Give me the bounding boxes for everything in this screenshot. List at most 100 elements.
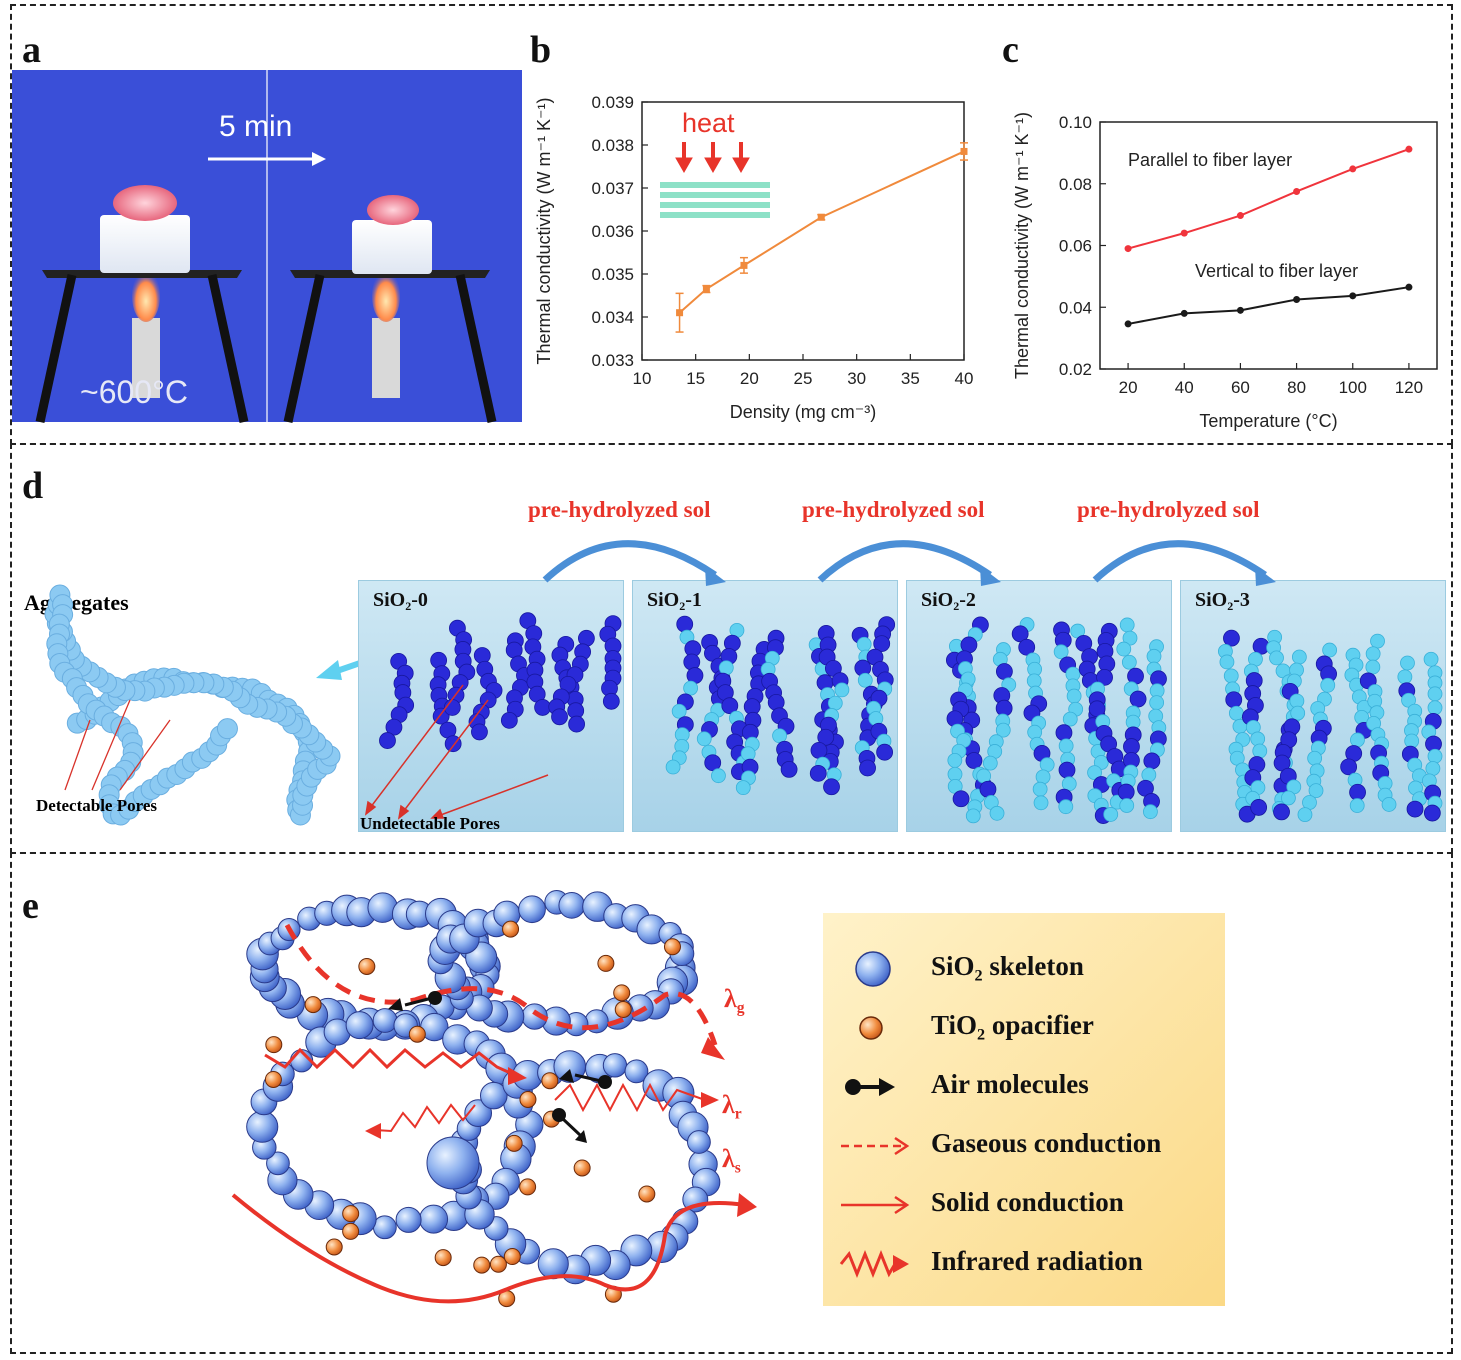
silica-sphere xyxy=(1062,711,1078,727)
silica-sphere xyxy=(1119,617,1135,633)
silica-skeleton-sphere xyxy=(345,1011,374,1040)
silica-sphere xyxy=(1307,750,1323,766)
silica-sphere xyxy=(711,768,726,784)
silica-sphere xyxy=(696,731,712,747)
data-point xyxy=(817,213,825,221)
silica-sphere xyxy=(683,680,699,696)
panel-a-letter: a xyxy=(22,29,41,71)
x-tick-label: 35 xyxy=(901,369,920,388)
silica-sphere xyxy=(952,790,970,808)
legend-text-5: Infrared radiation xyxy=(931,1246,1143,1276)
silica-sphere xyxy=(1058,738,1074,754)
silica-sphere xyxy=(1250,799,1268,816)
silica-sphere xyxy=(857,672,873,688)
silica-sphere xyxy=(1228,705,1244,721)
aggregate-particle xyxy=(216,718,238,740)
silica-sphere xyxy=(500,711,518,729)
silica-sphere xyxy=(1322,642,1338,658)
data-point xyxy=(1405,145,1413,153)
silica-sphere xyxy=(1381,797,1397,812)
y-tick-label: 0.037 xyxy=(591,179,634,198)
detectable-pores-label: Detectable Pores xyxy=(36,796,157,815)
air-molecule-icon xyxy=(845,1078,895,1096)
silica-sphere xyxy=(602,692,620,710)
silica-sphere xyxy=(1350,732,1365,748)
legend-text-0: SiO2 skeleton xyxy=(931,951,1084,985)
silica-sphere xyxy=(1087,765,1102,780)
x-tick-label: 60 xyxy=(1231,378,1250,397)
titania-opacifier-particle xyxy=(358,957,376,975)
silica-sphere xyxy=(1297,807,1313,822)
silica-sphere xyxy=(1365,659,1381,675)
silica-sphere xyxy=(704,754,722,772)
silica-sphere xyxy=(1055,724,1073,742)
silica-skeleton-sphere xyxy=(426,1136,480,1190)
silica-sphere xyxy=(735,780,751,796)
x-tick-label: 120 xyxy=(1395,378,1423,397)
silica-sphere xyxy=(1340,758,1358,776)
structure-spheres-0 xyxy=(379,612,622,753)
panel-b-letter: b xyxy=(530,29,552,71)
silica-sphere xyxy=(1141,767,1157,783)
data-point xyxy=(676,309,684,317)
silica-sphere xyxy=(1143,752,1161,770)
silica-skeleton-sphere xyxy=(602,1053,628,1078)
silica-sphere xyxy=(947,753,963,768)
structure-spheres-3 xyxy=(1218,629,1443,823)
silica-sphere xyxy=(1219,654,1235,670)
silica-sphere xyxy=(856,636,872,652)
silica-skeleton-sphere xyxy=(518,895,546,924)
x-tick-label: 20 xyxy=(1119,378,1138,397)
titania-opacifier-particle xyxy=(573,1159,591,1177)
orange-sphere-icon xyxy=(859,1016,883,1040)
legend-row-2: Air molecules xyxy=(823,1065,1225,1105)
titania-opacifier-particle xyxy=(614,1001,632,1019)
silica-sphere xyxy=(827,695,843,711)
y-tick-label: 0.036 xyxy=(591,222,634,241)
sol-label-1: pre-hydrolyzed sol xyxy=(528,497,711,522)
silica-sphere xyxy=(1400,655,1415,671)
photo-panel-a: 5 min ~600°C xyxy=(12,70,522,423)
x-tick-label: 25 xyxy=(794,369,813,388)
silica-sphere xyxy=(665,759,681,775)
silica-sphere xyxy=(718,660,734,676)
pore-arrow xyxy=(119,719,171,791)
silica-sphere xyxy=(1146,648,1162,664)
undetectable-pore-arrows xyxy=(364,684,549,820)
structure-box-1: SiO2-1 xyxy=(632,580,898,832)
x-tick-label: 40 xyxy=(955,369,974,388)
silica-sphere xyxy=(568,715,585,733)
blue-sphere-icon xyxy=(855,951,891,987)
data-point xyxy=(1236,306,1244,314)
structure-label-3: SiO2-3 xyxy=(1195,589,1250,614)
time-label: 5 min xyxy=(219,110,293,143)
silica-skeleton-sphere xyxy=(687,1130,711,1154)
silica-sphere xyxy=(982,755,998,771)
y-tick-label: 0.10 xyxy=(1059,113,1092,132)
titania-opacifier-particle xyxy=(473,1256,491,1274)
silica-sphere xyxy=(1365,646,1381,662)
titania-opacifier-particle xyxy=(265,1036,283,1054)
legend-row-0: SiO2 skeleton xyxy=(823,947,1225,987)
structure-box-3: SiO2-3 xyxy=(1180,580,1446,832)
lambda-r-label: λr xyxy=(722,1090,742,1123)
silica-skeleton-sphere xyxy=(624,1059,649,1084)
data-point xyxy=(1293,296,1301,304)
lambda-s-label: λs xyxy=(722,1144,741,1177)
aggregates-label: Aggregates xyxy=(24,590,129,615)
silica-sphere xyxy=(1117,783,1135,801)
structure-spheres-2 xyxy=(945,616,1167,824)
y-tick-label: 0.06 xyxy=(1059,237,1092,256)
data-point xyxy=(1405,283,1413,291)
solid-arrow-icon xyxy=(841,1195,910,1215)
legend-row-1: TiO2 opacifier xyxy=(823,1006,1225,1046)
titania-opacifier-particle xyxy=(613,984,631,1002)
heat-label: heat xyxy=(682,108,735,138)
silica-sphere xyxy=(1291,649,1307,665)
silica-sphere xyxy=(1423,651,1439,667)
undetectable-pores-label: Undetectable Pores xyxy=(360,814,500,833)
silica-sphere xyxy=(671,703,687,719)
data-point xyxy=(1349,165,1357,173)
y-axis-label: Thermal conductivity (W m⁻¹ K⁻¹) xyxy=(1012,112,1032,379)
titania-opacifier-particle xyxy=(663,938,681,956)
